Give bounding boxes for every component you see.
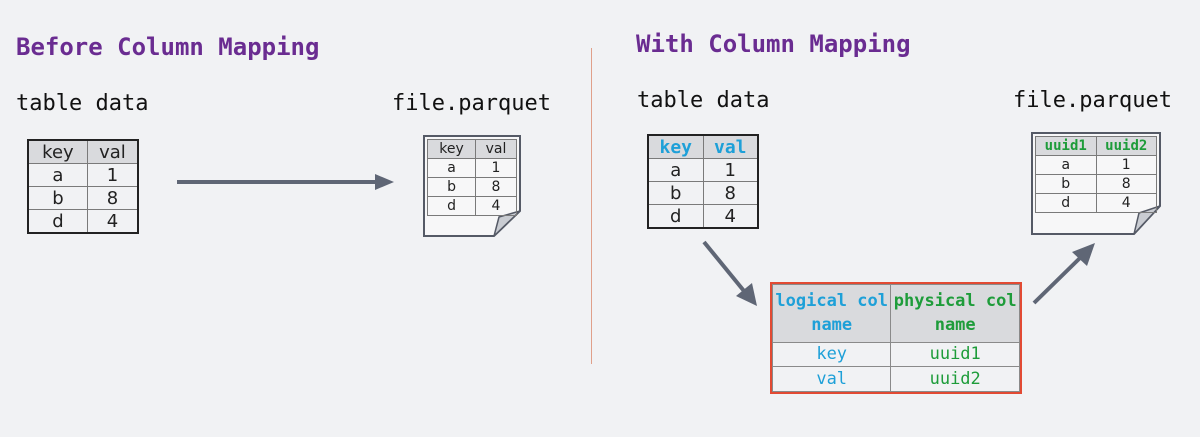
table-cell: 8 bbox=[86, 186, 139, 210]
table-row: d 4 bbox=[1035, 193, 1157, 213]
left-table-data: key val a 1 b 8 d 4 bbox=[27, 139, 139, 234]
table-row: d 4 bbox=[27, 209, 139, 234]
left-parquet-file: key val a 1 b 8 d 4 bbox=[423, 135, 521, 237]
right-file-label: file.parquet bbox=[1013, 88, 1172, 113]
table-cell: d bbox=[426, 196, 477, 216]
table-cell: 4 bbox=[475, 196, 517, 216]
left-file-label: file.parquet bbox=[392, 91, 551, 116]
arrow-table-to-mapping bbox=[702, 240, 757, 306]
physical-name-cell: uuid2 bbox=[890, 366, 1020, 392]
table-cell: d bbox=[647, 204, 704, 229]
table-cell: d bbox=[1035, 193, 1097, 213]
table-cell: b bbox=[27, 186, 88, 210]
logical-name-cell: val bbox=[771, 366, 892, 392]
table-header: val bbox=[86, 139, 139, 164]
table-cell: 1 bbox=[86, 163, 139, 187]
right-table-label: table data bbox=[637, 88, 770, 113]
right-parquet-file: uuid1 uuid2 a 1 b 8 d 4 bbox=[1031, 132, 1161, 235]
table-row: b 8 bbox=[1035, 174, 1157, 194]
table-row: val uuid2 bbox=[771, 366, 1020, 392]
table-cell: 4 bbox=[702, 204, 759, 229]
physical-col-header: physical col name bbox=[890, 284, 1020, 343]
logical-col-header: logical col name bbox=[771, 284, 892, 343]
table-row: a 1 bbox=[27, 163, 139, 187]
table-row: b 8 bbox=[647, 181, 759, 205]
table-cell: 4 bbox=[86, 209, 139, 234]
arrow-table-to-file bbox=[177, 174, 394, 190]
table-row: b 8 bbox=[27, 186, 139, 210]
table-row: a 1 bbox=[426, 158, 517, 178]
table-row: d 4 bbox=[647, 204, 759, 229]
table-row: d 4 bbox=[426, 196, 517, 216]
logical-name-cell: key bbox=[771, 341, 892, 368]
table-header: key bbox=[27, 139, 88, 164]
table-header: key bbox=[426, 139, 477, 159]
before-title: Before Column Mapping bbox=[16, 33, 320, 61]
table-header: uuid2 bbox=[1095, 136, 1157, 156]
table-cell: d bbox=[27, 209, 88, 234]
left-table-label: table data bbox=[16, 91, 149, 116]
table-row: a 1 bbox=[1035, 155, 1157, 175]
table-cell: 4 bbox=[1095, 193, 1157, 213]
arrow-mapping-to-file bbox=[1032, 243, 1095, 305]
after-title: With Column Mapping bbox=[636, 30, 911, 58]
table-cell: a bbox=[647, 158, 704, 182]
table-header: uuid1 bbox=[1035, 136, 1097, 156]
table-row: a 1 bbox=[647, 158, 759, 182]
table-cell: 8 bbox=[702, 181, 759, 205]
table-cell: a bbox=[27, 163, 88, 187]
column-mapping-table: logical col name physical col name key u… bbox=[770, 282, 1022, 394]
table-cell: b bbox=[647, 181, 704, 205]
section-divider bbox=[591, 48, 592, 364]
table-cell: 1 bbox=[702, 158, 759, 182]
right-table-data: key val a 1 b 8 d 4 bbox=[647, 134, 759, 229]
